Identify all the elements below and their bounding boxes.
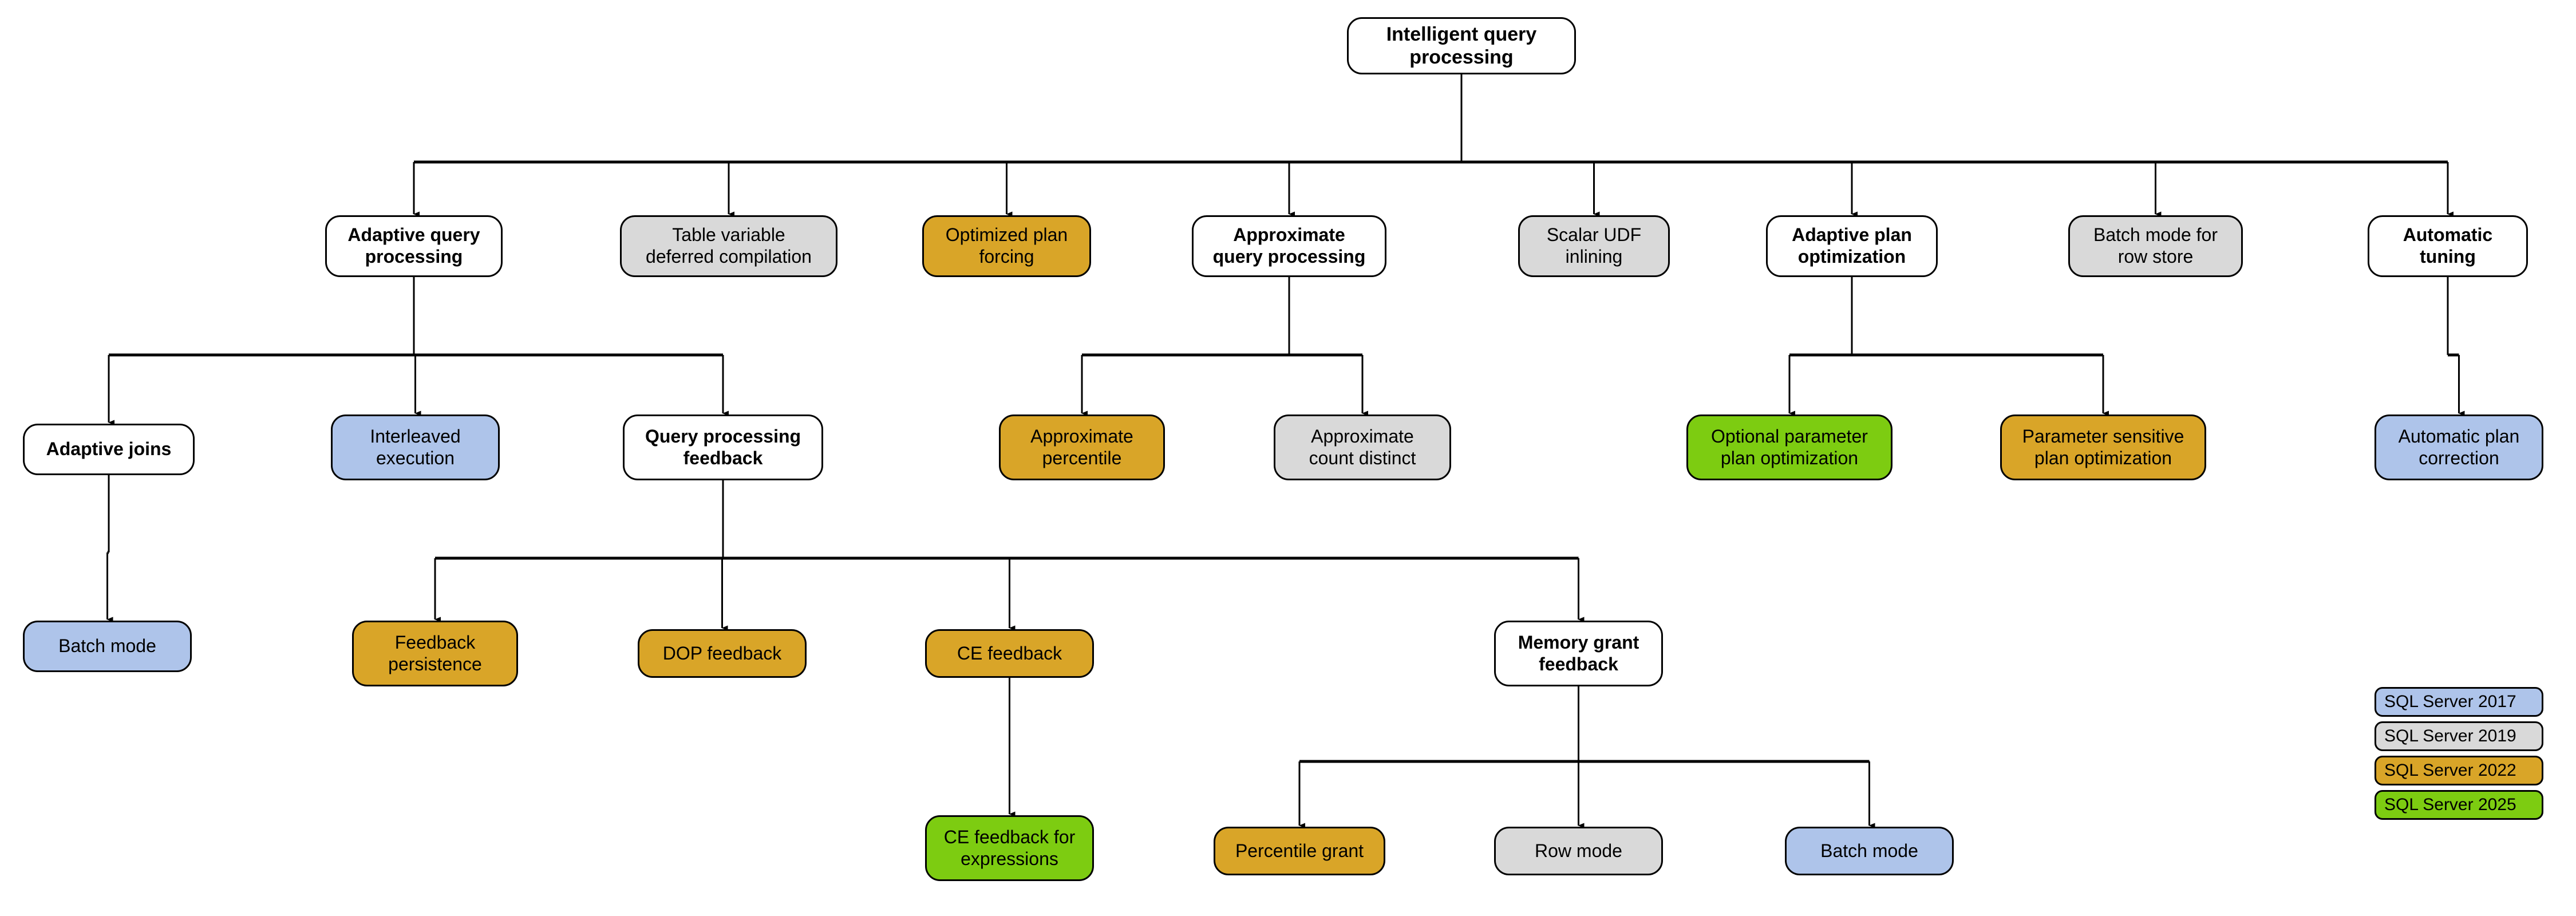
node-root[interactable]: Intelligent query processing [1347,17,1576,74]
node-udf[interactable]: Scalar UDF inlining [1518,215,1670,277]
node-pspo[interactable]: Parameter sensitive plan optimization [2000,414,2206,480]
node-apercentile[interactable]: Approximate percentile [999,414,1165,480]
edge-group [106,74,2465,828]
node-acountdist[interactable]: Approximate count distinct [1274,414,1451,480]
node-opf[interactable]: Optimized plan forcing [922,215,1091,277]
node-bmrs[interactable]: Batch mode for row store [2068,215,2243,277]
node-batchmode1[interactable]: Batch mode [23,621,192,672]
node-autotune[interactable]: Automatic tuning [2368,215,2528,277]
node-mgf[interactable]: Memory grant feedback [1494,621,1663,686]
legend-item-sql-server-2019: SQL Server 2019 [2374,721,2543,751]
legend-item-sql-server-2025: SQL Server 2025 [2374,790,2543,820]
node-dopfb[interactable]: DOP feedback [638,629,807,678]
legend-item-sql-server-2022: SQL Server 2022 [2374,756,2543,785]
node-apo[interactable]: Adaptive plan optimization [1766,215,1938,277]
node-adaptjoins[interactable]: Adaptive joins [23,424,195,475]
node-cefbexpr[interactable]: CE feedback for expressions [925,815,1094,881]
node-apc[interactable]: Automatic plan correction [2374,414,2543,480]
node-qpf[interactable]: Query processing feedback [623,414,823,480]
legend-item-sql-server-2017: SQL Server 2017 [2374,687,2543,717]
node-interleaved[interactable]: Interleaved execution [331,414,500,480]
node-approx[interactable]: Approximate query processing [1192,215,1386,277]
node-oppo[interactable]: Optional parameter plan optimization [1686,414,1893,480]
node-aqp[interactable]: Adaptive query processing [325,215,503,277]
node-cefb[interactable]: CE feedback [925,629,1094,678]
node-fbpersist[interactable]: Feedback persistence [352,621,518,686]
node-batchmode2[interactable]: Batch mode [1785,827,1954,875]
node-tvdc[interactable]: Table variable deferred compilation [620,215,837,277]
node-rowmode[interactable]: Row mode [1494,827,1663,875]
node-pctgrant[interactable]: Percentile grant [1214,827,1385,875]
